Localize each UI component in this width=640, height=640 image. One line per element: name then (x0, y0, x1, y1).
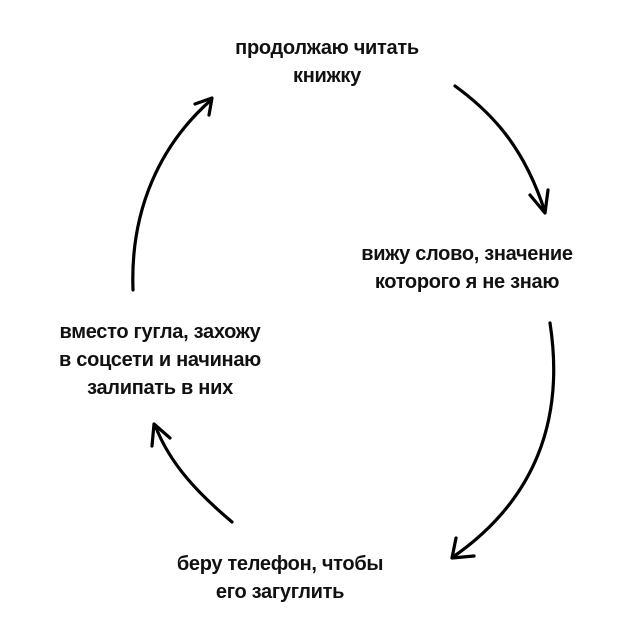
node-take-phone: беру телефон, чтобы его загуглить (176, 550, 384, 606)
arrow-right-to-bottom (450, 321, 556, 560)
node-line: книжку (293, 65, 361, 87)
node-line: в соцсети и начинаю (59, 349, 261, 371)
node-line: его загуглить (215, 581, 345, 603)
node-line: продолжаю читать (235, 37, 419, 59)
node-keep-reading: продолжаю читать книжку (235, 34, 419, 90)
node-line: вижу слово, значение (361, 243, 573, 265)
node-social-media: вместо гугла, захожу в соцсети и начинаю… (59, 318, 261, 402)
arrow-left-to-top (131, 96, 214, 292)
node-line: вместо гугла, захожу (59, 321, 261, 343)
node-unknown-word: вижу слово, значение которого я не знаю (361, 240, 573, 296)
arrow-bottom-to-left (150, 422, 234, 524)
node-line: залипать в них (87, 377, 233, 399)
node-line: беру телефон, чтобы (176, 553, 384, 575)
arrow-top-to-right (453, 84, 550, 215)
node-line: которого я не знаю (374, 271, 560, 293)
